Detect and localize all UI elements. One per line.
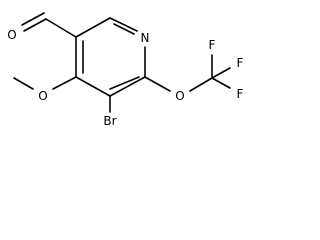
trifluoromethoxy-group: O F F F xyxy=(144,38,244,103)
fluorine-right-label: F xyxy=(237,56,244,70)
fluorine-top-label: F xyxy=(209,38,216,52)
bromo-group: Br xyxy=(103,95,117,128)
aldehyde-group: O xyxy=(7,12,77,42)
bond-o-cf3 xyxy=(189,77,213,92)
bond-c2-o xyxy=(144,76,171,92)
bond-c3-c4 xyxy=(75,76,111,97)
bond-c-f-right xyxy=(211,67,231,79)
ether-oxygen-label: O xyxy=(175,89,184,103)
bond-c5-cho xyxy=(45,18,77,38)
aldehyde-oxygen-label: O xyxy=(7,28,16,42)
bond-c5-c6 xyxy=(75,17,111,38)
bond-cho-o xyxy=(23,18,47,32)
bromine-label: Br xyxy=(103,114,116,128)
ring-nitrogen-label: N xyxy=(141,31,150,45)
bond-c-f-bottom xyxy=(211,77,231,89)
pyridine-ring xyxy=(75,17,146,97)
methoxy-oxygen-label: O xyxy=(38,89,47,103)
bond-c4-ome xyxy=(52,76,77,90)
bond-c2-c3-double xyxy=(109,76,140,90)
methoxy-group: O xyxy=(13,76,77,103)
bond-cho-o-double xyxy=(21,12,45,26)
bond-c2-c3 xyxy=(109,76,146,97)
chemical-structure: O N O Br O F F F xyxy=(7,12,244,128)
fluorine-bottom-label: F xyxy=(237,87,244,101)
bond-c6-n1-double xyxy=(113,23,135,35)
bond-c6-n1 xyxy=(109,17,138,32)
bond-ome-ch3 xyxy=(13,77,34,90)
